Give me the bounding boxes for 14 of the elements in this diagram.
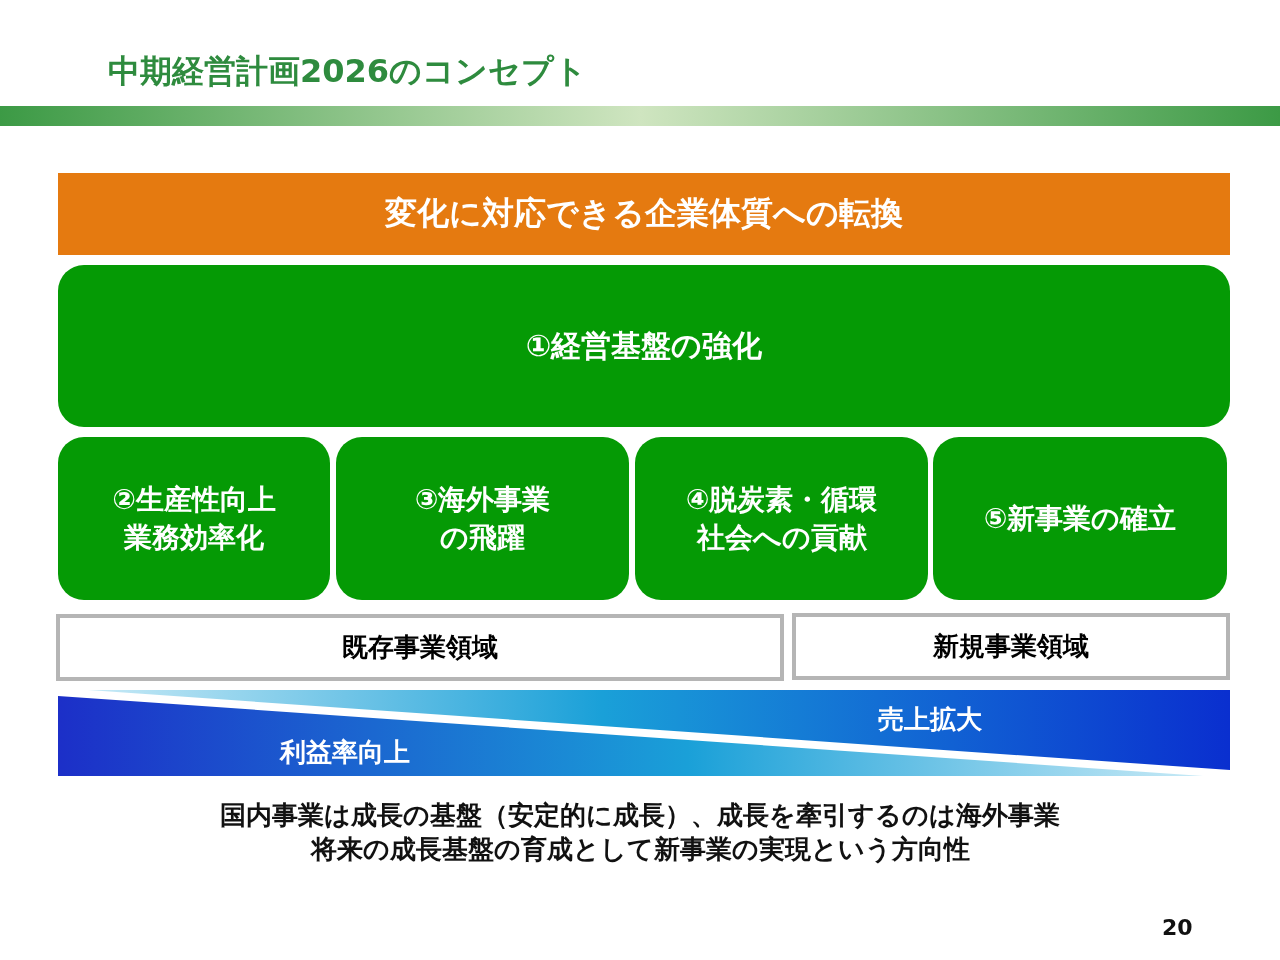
pillar-box: ③海外事業の飛躍: [336, 437, 629, 600]
band-label: 売上拡大: [878, 703, 982, 736]
band-label: 利益率向上: [280, 736, 410, 769]
pillar-box: ①経営基盤の強化: [58, 265, 1230, 427]
domain-box: 新規事業領域: [792, 613, 1230, 680]
summary-text: 将来の成長基盤の育成として新事業の実現という方向性: [310, 833, 970, 866]
slide-title: 中期経営計画2026のコンセプト: [108, 51, 588, 92]
pillar-box: ④脱炭素・循環社会への貢献: [635, 437, 928, 600]
banner-box: 変化に対応できる企業体質への転換: [58, 173, 1230, 255]
pillar-box: ②生産性向上業務効率化: [58, 437, 330, 600]
domain-box: 既存事業領域: [56, 614, 784, 681]
page-number: 20: [1162, 915, 1193, 940]
pillar-box: ⑤新事業の確立: [933, 437, 1227, 600]
summary-text: 国内事業は成長の基盤（安定的に成長）、成長を牽引するのは海外事業: [220, 799, 1060, 832]
